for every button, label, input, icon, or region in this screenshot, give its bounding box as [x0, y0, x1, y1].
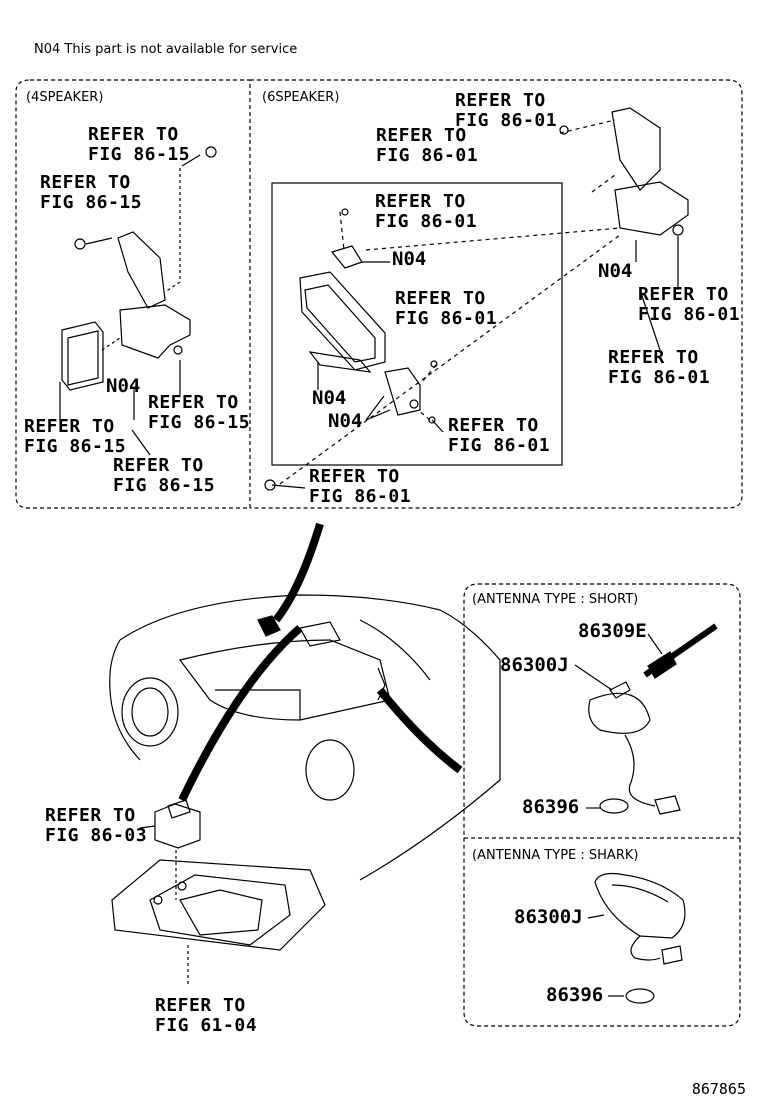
antenna-shark	[594, 872, 686, 1004]
switch-module	[154, 799, 201, 849]
part-code-n04: N04	[106, 375, 141, 397]
figure-number: 867865	[691, 1080, 746, 1098]
panel-title-4speaker: (4SPEAKER)	[26, 90, 104, 105]
four-speaker-amplifier	[61, 321, 104, 391]
antenna-short	[588, 623, 718, 815]
six-speaker-large-bracket	[611, 107, 689, 236]
part-code-86300j[interactable]: 86300J	[514, 906, 583, 928]
part-code-n04: N04	[598, 260, 633, 282]
six-speaker-inner-frame	[271, 182, 563, 466]
part-code-86309e[interactable]: 86309E	[578, 620, 647, 642]
part-code-n04: N04	[328, 410, 363, 432]
panel-title-6speaker: (6SPEAKER)	[262, 90, 340, 105]
four-speaker-panel-border	[15, 79, 251, 509]
panel-title-antenna-short: (ANTENNA TYPE : SHORT)	[472, 592, 639, 607]
part-code-n04: N04	[392, 248, 427, 270]
antenna-panel-border	[463, 583, 741, 1027]
part-code-86396[interactable]: 86396	[522, 796, 580, 818]
four-speaker-bracket	[74, 146, 217, 359]
panel-title-antenna-shark: (ANTENNA TYPE : SHARK)	[472, 848, 639, 863]
service-note: N04 This part is not available for servi…	[34, 42, 298, 57]
part-code-n04: N04	[312, 387, 347, 409]
vehicle-outline	[109, 594, 501, 881]
part-code-86396[interactable]: 86396	[546, 984, 604, 1006]
overhead-console	[111, 859, 326, 951]
six-speaker-panel-border	[250, 79, 743, 509]
part-code-86300j[interactable]: 86300J	[500, 654, 569, 676]
six-speaker-amplifier	[299, 271, 386, 373]
